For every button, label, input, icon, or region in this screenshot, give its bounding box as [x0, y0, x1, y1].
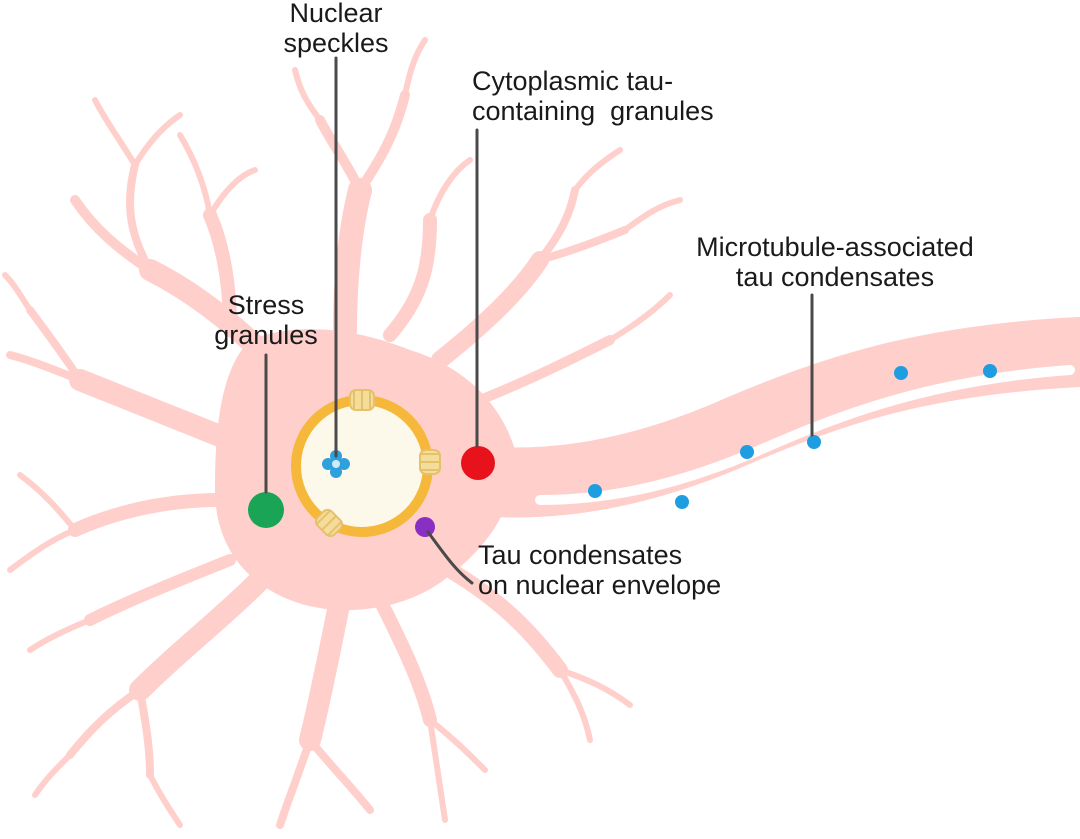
label-line: Microtubule-associated [696, 232, 974, 262]
condensate-dot [740, 445, 754, 459]
nucleus [291, 395, 433, 537]
condensate-dot [894, 366, 908, 380]
label-line: on nuclear envelope [478, 570, 722, 600]
condensate-dot [807, 435, 821, 449]
label-microtubule-condensates: Microtubule-associated tau condensates [670, 232, 1000, 292]
axon [435, 317, 1080, 518]
cytoplasmic-granule-marker [461, 446, 495, 480]
label-cytoplasmic-granules: Cytoplasmic tau- containing granules [472, 66, 714, 126]
label-nuclear-speckles: Nuclear speckles [266, 0, 406, 58]
pore-complex-right [419, 449, 441, 475]
pore-complex-bottom-left [314, 508, 344, 538]
condensate-dot [983, 364, 997, 378]
condensate-dot [588, 484, 602, 498]
label-line: tau condensates [735, 262, 935, 292]
label-line: granules [214, 320, 318, 350]
label-envelope-condensates: Tau condensates on nuclear envelope [478, 540, 721, 600]
label-stress-granules: Stress granules [196, 290, 336, 350]
leader-lines [264, 56, 814, 585]
stress-granule-marker [248, 492, 284, 528]
label-line: containing granules [472, 96, 714, 126]
label-line: speckles [283, 28, 389, 58]
microtubule [535, 365, 1075, 505]
label-line: Nuclear [289, 0, 383, 28]
label-line: Tau condensates [478, 540, 683, 570]
label-line: Cytoplasmic tau- [472, 66, 674, 96]
nuclear-pore-icons [314, 389, 441, 538]
condensate-dot [675, 495, 689, 509]
label-line: Stress [227, 290, 305, 320]
pore-complex-top [349, 389, 375, 411]
envelope-condensate-marker [415, 517, 435, 537]
nuclear-speckle [322, 450, 350, 478]
microtubule-condensates [588, 364, 997, 509]
leader-envelope-condensates [426, 530, 474, 585]
neuron-cell [2, 37, 1080, 829]
